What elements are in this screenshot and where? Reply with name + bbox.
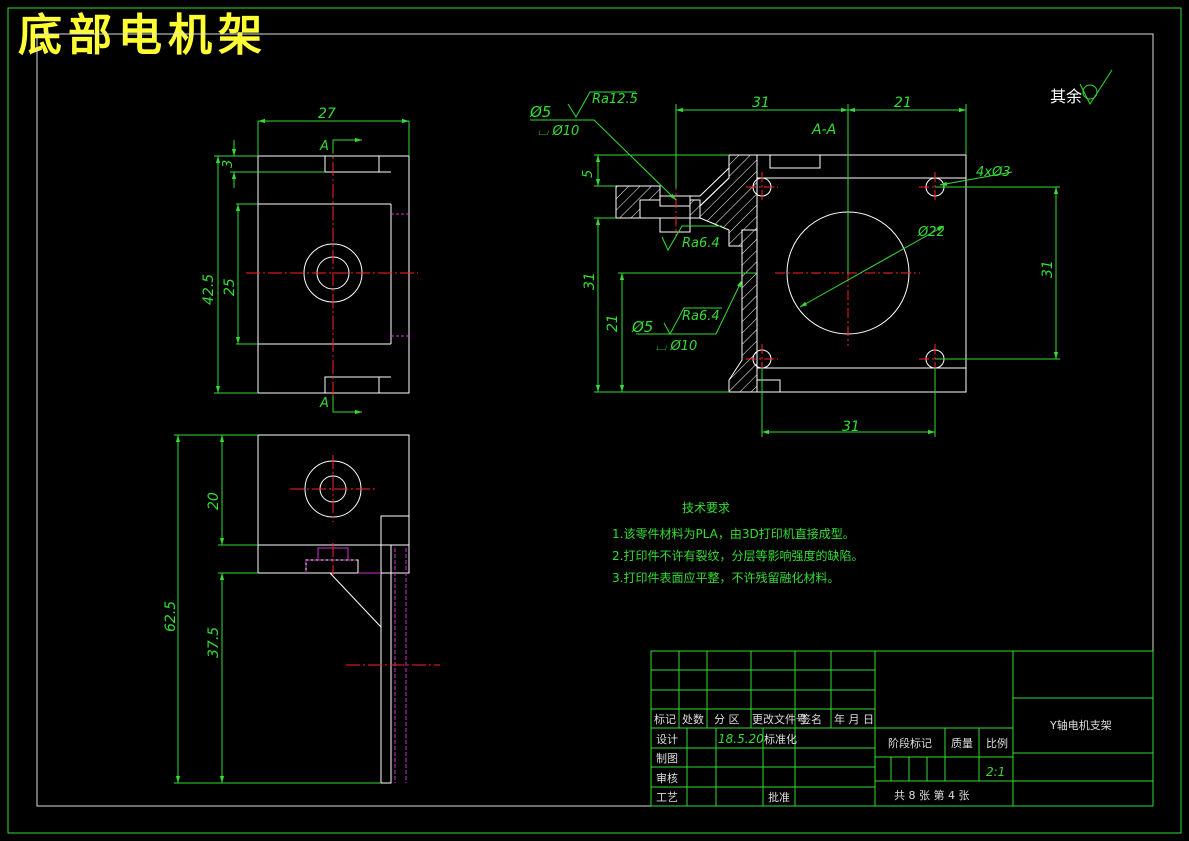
dim-sec-h21: 21 <box>605 314 621 332</box>
tech-req-1: 1.该零件材料为PLA，由3D打印机直接成型。 <box>612 526 855 541</box>
front-view-centerlines <box>290 455 440 666</box>
top-view-hidden <box>391 213 409 337</box>
tb-process-label: 工艺 <box>656 791 678 804</box>
tb-design-date: 18.5.20 <box>718 732 764 746</box>
dim-sec-5: 5 <box>581 170 596 178</box>
tb-approve-label: 批准 <box>768 790 790 804</box>
tb-sheets: 共 8 张 第 4 张 <box>894 788 969 802</box>
tb-header-4: 签名 <box>800 712 822 726</box>
general-roughness-symbol <box>1079 69 1113 106</box>
tb-header-3: 更改文件号 <box>752 712 807 726</box>
section-mark-top: A <box>319 139 329 154</box>
tb-review-label: 审核 <box>656 771 678 785</box>
tb-header-5: 年 月 日 <box>834 712 874 726</box>
tb-part-name: Y轴电机支架 <box>1049 718 1112 732</box>
surface-note: 其余 <box>1050 87 1082 106</box>
tech-req-2: 2.打印件不许有裂纹，分层等影响强度的缺陷。 <box>612 548 863 563</box>
hole2-counterbore: ⌴ Ø10 <box>656 339 697 354</box>
tb-scale-label: 比例 <box>986 736 1008 750</box>
tb-draw-label: 制图 <box>656 752 678 765</box>
dim-top-425: 42.5 <box>201 274 217 305</box>
tb-header-0: 标记 <box>654 712 676 726</box>
dim-top-3: 3 <box>221 160 236 168</box>
hole2-diameter: Ø5 <box>631 318 653 336</box>
tb-header-1: 处数 <box>682 713 704 726</box>
section-view-dims <box>530 91 1060 437</box>
tech-req-3: 3.打印件表面应平整，不许残留融化材料。 <box>612 570 839 585</box>
dim-front-20: 20 <box>206 492 222 510</box>
tb-scale-value: 2:1 <box>986 765 1005 779</box>
roughness-b: Ra6.4 <box>682 309 720 324</box>
dim-bore: Ø22 <box>917 225 945 240</box>
hole1-diameter: Ø5 <box>529 103 551 121</box>
front-view-dims <box>174 434 381 784</box>
top-view-dims <box>214 118 410 415</box>
dim-sec-right31: 31 <box>1040 260 1056 278</box>
tb-mass-label: 质量 <box>951 737 973 750</box>
tb-stage-label: 阶段标记 <box>888 736 932 750</box>
top-view-centerlines <box>246 140 418 405</box>
dim-front-375: 37.5 <box>206 627 222 658</box>
hole1-roughness: Ra12.5 <box>592 92 638 107</box>
title-block <box>650 650 1154 807</box>
tech-req-heading: 技术要求 <box>682 501 730 515</box>
drawing-title-banner: 底部电机架 <box>18 10 268 61</box>
section-label: A-A <box>811 122 836 138</box>
hole1-counterbore: ⌴ Ø10 <box>538 124 579 139</box>
tb-standard-label: 标准化 <box>764 732 797 746</box>
dim-top-25: 25 <box>222 278 238 296</box>
tb-header-2: 分 区 <box>714 713 740 726</box>
dim-front-625: 62.5 <box>163 601 179 632</box>
dim-sec-31: 31 <box>752 95 770 111</box>
dim-sec-bottom31: 31 <box>842 419 860 435</box>
outer-frame <box>7 7 1182 834</box>
dim-top-width: 27 <box>318 106 336 122</box>
section-mark-bottom: A <box>319 396 329 411</box>
dim-sec-h31: 31 <box>582 272 598 290</box>
tb-design-label: 设计 <box>656 733 678 746</box>
dim-sec-21: 21 <box>894 95 912 111</box>
dim-holes: 4xØ3 <box>976 165 1010 180</box>
inner-frame <box>36 33 1154 807</box>
roughness-a: Ra6.4 <box>682 236 720 251</box>
